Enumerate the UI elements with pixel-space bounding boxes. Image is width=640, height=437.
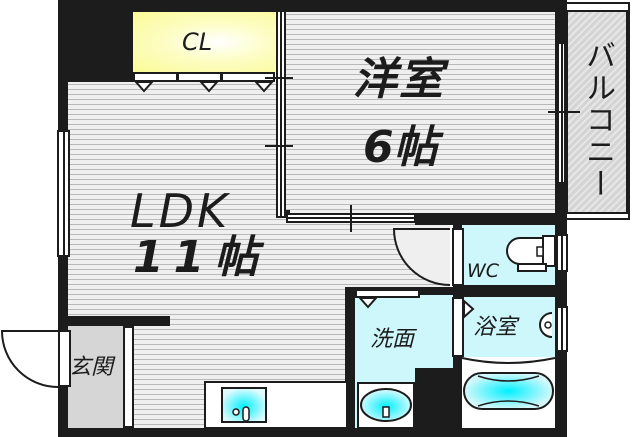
- western-room-name: 洋室: [353, 54, 445, 105]
- wall-washroom-left: [345, 287, 355, 437]
- partition-ldk-room: [276, 10, 286, 218]
- bathroom-door[interactable]: [452, 297, 464, 357]
- toilet-door-frame[interactable]: [452, 228, 464, 286]
- wall-top: [58, 0, 558, 12]
- balcony-label: バルコニー: [580, 40, 615, 200]
- ldk-name: LDK: [130, 184, 231, 238]
- window-toilet[interactable]: [556, 234, 568, 272]
- window-ldk-left[interactable]: [57, 130, 70, 257]
- wall-entrance-top: [68, 316, 170, 326]
- balcony-outline: [558, 2, 630, 220]
- wall-bottom: [58, 428, 558, 437]
- wall-wash-block: [415, 368, 455, 433]
- entrance-label: 玄関: [69, 355, 114, 380]
- closet-label: CL: [182, 28, 213, 56]
- entrance-floor: [68, 325, 128, 430]
- bathroom-label: 浴室: [473, 315, 518, 340]
- washroom-label: 洗面: [370, 327, 415, 352]
- ldk-size: 11帖: [133, 232, 269, 283]
- toilet-label: WC: [467, 260, 500, 282]
- wall-room-bottom-right: [415, 213, 560, 225]
- western-room-size: 6帖: [363, 122, 438, 173]
- washroom-door[interactable]: [355, 289, 420, 298]
- wall-toilet-bath: [455, 285, 560, 297]
- entrance-step: [123, 326, 134, 428]
- wall-top-left-block: [58, 0, 133, 82]
- entrance-door-frame[interactable]: [58, 330, 71, 387]
- closet: [133, 12, 275, 72]
- window-bathroom[interactable]: [556, 306, 568, 352]
- western-room-floor: [283, 10, 555, 215]
